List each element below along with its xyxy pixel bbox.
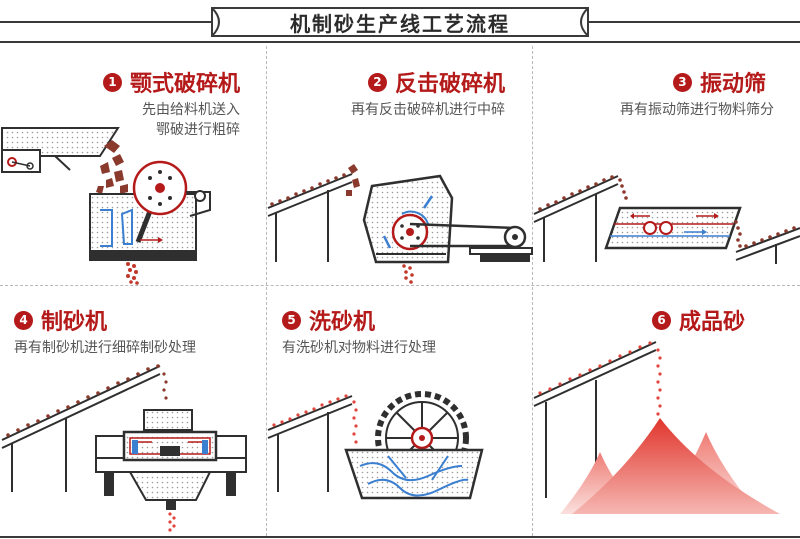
title-banner-shape (0, 7, 800, 43)
conveyor-4 (1, 365, 161, 492)
step-6-number: 6 (652, 310, 671, 330)
impact-output-stream (402, 264, 414, 284)
step-6-title: 成品砂 (679, 310, 746, 335)
step-4-desc-line-1: 再有制砂机进行细碎制砂处理 (14, 340, 196, 356)
divider-row (0, 285, 800, 286)
step-5-heading: 5 洗砂机 (282, 304, 375, 336)
conveyor-5-material (272, 394, 358, 444)
bottom-border (0, 536, 800, 538)
conveyor-3b-material (744, 226, 796, 248)
step-1-title: 颚式破碎机 (129, 72, 240, 97)
step-2-title: 反击破碎机 (394, 72, 505, 97)
step-5-desc-line-1: 有洗砂机对物料进行处理 (282, 340, 436, 356)
conveyor-6-material (538, 341, 662, 416)
conveyor-2 (267, 173, 353, 262)
step-1-number: 1 (102, 72, 122, 92)
sand-making-machine (95, 409, 247, 510)
feeder-rocks (96, 140, 128, 194)
step-1-desc-line-1: 先由给料机送入 (142, 102, 240, 118)
step-5-title: 洗砂机 (309, 310, 376, 335)
step-5-number: 5 (282, 310, 301, 330)
step-3-heading: 3 振动筛 (672, 66, 766, 98)
step-3-title: 振动筛 (699, 72, 766, 97)
step-2-number: 2 (367, 72, 387, 92)
conveyor-3 (533, 175, 619, 262)
sand-piles (560, 418, 780, 514)
step-2-desc-line-1: 再有反击破碎机进行中碎 (351, 102, 505, 118)
jaw-crusher (89, 160, 211, 261)
conveyor-2-rocks (346, 164, 360, 196)
conveyor-2-material (270, 173, 346, 206)
step-4-title: 制砂机 (41, 310, 108, 335)
feeder-machine (1, 127, 120, 173)
diagram-title: 机制砂生产线工艺流程 (290, 12, 510, 36)
step-6-heading: 6 成品砂 (652, 304, 745, 336)
vibrating-screen (604, 206, 742, 250)
step-3-number: 3 (672, 72, 692, 92)
conveyor-4-material (6, 364, 168, 437)
jaw-output-stream (126, 262, 139, 285)
divider-col-1 (266, 46, 267, 536)
step-2-heading: 2 反击破碎机 (367, 66, 505, 98)
conveyor-3b (735, 227, 800, 264)
step-4-number: 4 (14, 310, 33, 330)
divider-col-2 (532, 46, 533, 536)
sand-washing-machine (344, 391, 484, 500)
sand-machine-output (168, 512, 176, 532)
screen-output-stream (734, 220, 742, 248)
impact-crusher (362, 174, 533, 264)
conveyor-5 (267, 395, 353, 492)
step-4-heading: 4 制砂机 (14, 304, 107, 336)
title-bar: 机制砂生产线工艺流程 (0, 0, 800, 44)
conveyor-3-material (538, 175, 628, 211)
step-1-desc-line-2: 鄂破进行粗碎 (156, 122, 240, 138)
step-1-heading: 1 颚式破碎机 (102, 66, 240, 98)
step-3-desc-line-1: 再有振动筛进行物料筛分 (620, 102, 774, 118)
